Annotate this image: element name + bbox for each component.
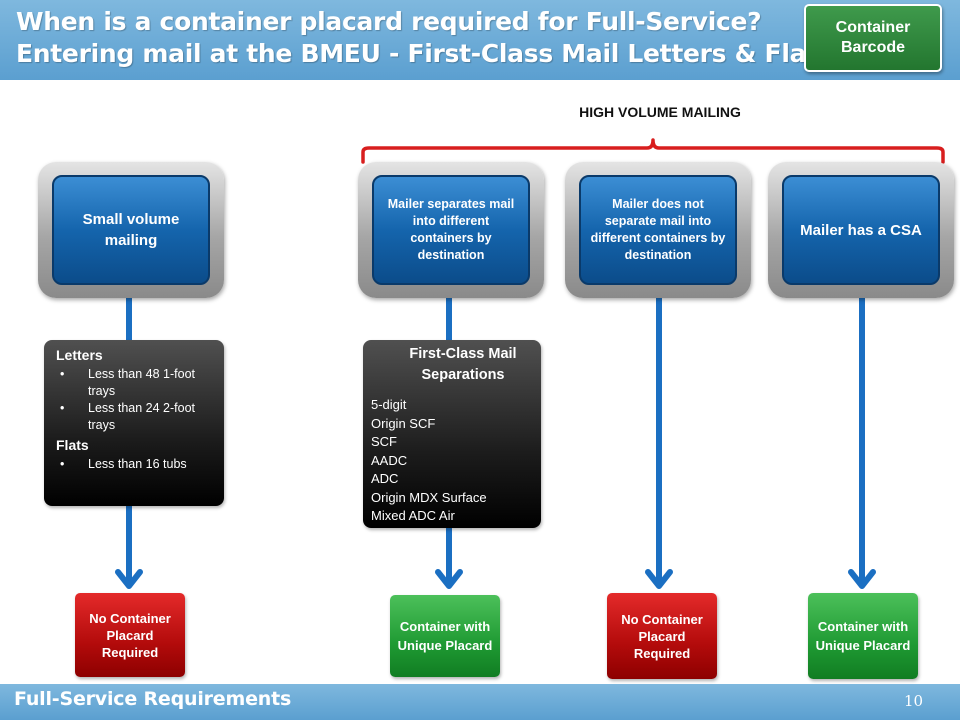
container-barcode-label-2: Barcode bbox=[840, 39, 906, 56]
page-number: 10 bbox=[904, 692, 924, 710]
separations-list: 5-digit Origin SCF SCF AADC ADC Origin M… bbox=[371, 396, 533, 526]
flats-list: Less than 16 tubs bbox=[56, 456, 212, 473]
list-item: Less than 48 1-foot trays bbox=[56, 366, 212, 400]
list-item: 5-digit bbox=[371, 397, 407, 412]
list-item: Less than 24 2-foot trays bbox=[56, 400, 212, 434]
letters-list: Less than 48 1-foot trays Less than 24 2… bbox=[56, 366, 212, 434]
title-line-1: When is a container placard required for… bbox=[16, 7, 762, 36]
arrow-2-head bbox=[435, 569, 463, 589]
container-barcode-button[interactable]: Container Barcode bbox=[804, 4, 942, 72]
list-item: Mixed ADC Air bbox=[371, 508, 455, 523]
separates-box: Mailer separates mail into different con… bbox=[358, 162, 544, 298]
csa-label: Mailer has a CSA bbox=[782, 175, 940, 285]
footer-title: Full-Service Requirements bbox=[14, 688, 292, 710]
result-unique-placard-1: Container with Unique Placard bbox=[390, 595, 500, 677]
separations-box: First-Class Mail Separations 5-digit Ori… bbox=[363, 340, 541, 528]
separations-heading: First-Class Mail Separations bbox=[409, 346, 517, 383]
result-no-placard-1: No Container Placard Required bbox=[75, 593, 185, 677]
csa-box: Mailer has a CSA bbox=[768, 162, 954, 298]
small-volume-box: Small volume mailing bbox=[38, 162, 224, 298]
list-item: ADC bbox=[371, 471, 399, 486]
title-line-2: Entering mail at the BMEU - First-Class … bbox=[16, 39, 833, 68]
letters-heading: Letters bbox=[56, 347, 103, 363]
arrow-1-head bbox=[115, 569, 143, 589]
result-no-placard-2: No Container Placard Required bbox=[607, 593, 717, 679]
container-barcode-label-1: Container bbox=[835, 19, 911, 36]
page-title: When is a container placard required for… bbox=[16, 6, 833, 70]
header-band bbox=[0, 0, 960, 80]
result-unique-placard-2: Container with Unique Placard bbox=[808, 593, 918, 679]
list-item: AADC bbox=[371, 452, 408, 468]
flats-heading: Flats bbox=[56, 437, 89, 453]
does-not-separate-label: Mailer does not separate mail into diffe… bbox=[579, 175, 737, 285]
list-item: SCF bbox=[371, 434, 397, 449]
arrow-4-head bbox=[848, 569, 876, 589]
list-item: Less than 16 tubs bbox=[56, 456, 212, 473]
small-volume-label: Small volume mailing bbox=[52, 175, 210, 285]
footer-band bbox=[0, 684, 960, 720]
high-volume-label: HIGH VOLUME MAILING bbox=[579, 104, 741, 120]
letters-flats-box: Letters Less than 48 1-foot trays Less t… bbox=[44, 340, 224, 506]
separates-label: Mailer separates mail into different con… bbox=[372, 175, 530, 285]
does-not-separate-box: Mailer does not separate mail into diffe… bbox=[565, 162, 751, 298]
list-item: Origin MDX Surface bbox=[371, 489, 487, 505]
arrow-3-head bbox=[645, 569, 673, 589]
list-item: Origin SCF bbox=[371, 415, 436, 431]
high-volume-bracket bbox=[361, 138, 945, 164]
